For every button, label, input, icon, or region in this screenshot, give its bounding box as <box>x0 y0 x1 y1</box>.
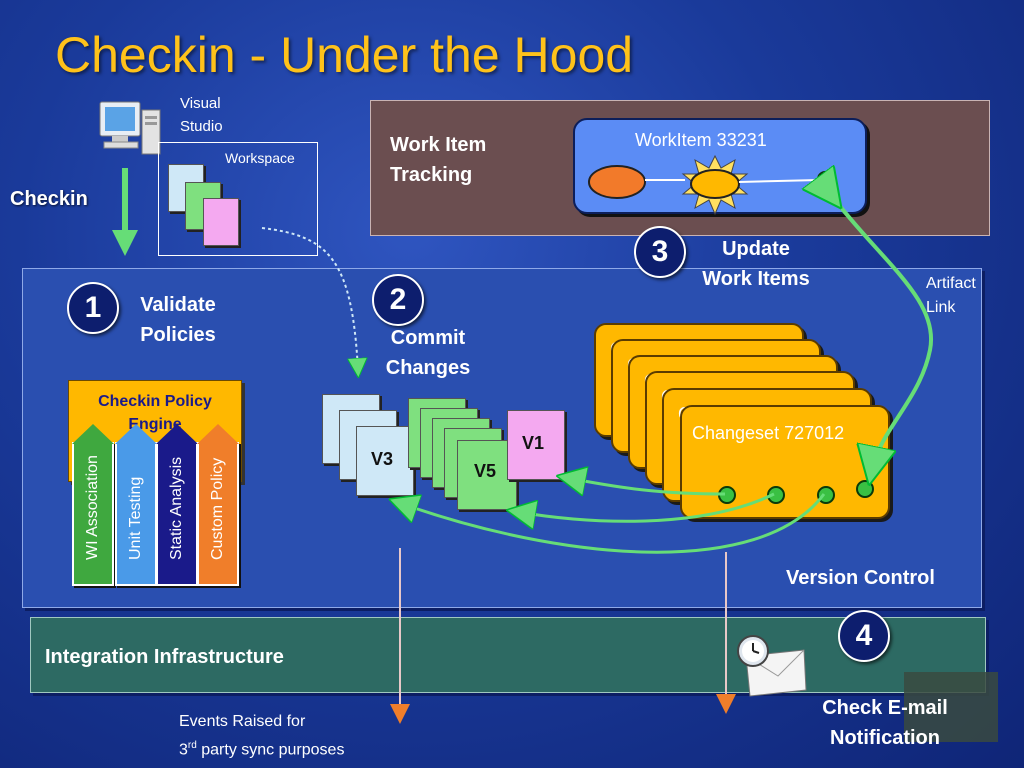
policy-engine-label-line-1: Checkin Policy <box>98 393 212 410</box>
visual-studio-label-line-1: Visual <box>180 95 221 112</box>
slide-title: Checkin - Under the Hood <box>55 27 634 83</box>
policy-custom: Custom Policy <box>197 424 239 586</box>
work-item-tracking-label: Work Item Tracking <box>390 130 486 190</box>
visual-studio-label-line-2: Studio <box>180 118 223 135</box>
policy-wi-association: WI Association <box>72 424 114 586</box>
integration-infrastructure-label: Integration Infrastructure <box>45 646 284 668</box>
step-4-label: Check E-mail Notification <box>806 693 964 753</box>
events-label: Events Raised for 3rd party sync purpose… <box>179 710 344 762</box>
checkin-label: Checkin <box>10 188 88 210</box>
work-item-tracking-label-line-1: Work Item <box>390 134 487 156</box>
step-3-badge: 3 <box>634 226 686 278</box>
artifact-link-label: Artifact Link <box>926 272 976 320</box>
version-file-v1: V1 <box>507 410 565 480</box>
integration-infrastructure-panel <box>30 617 986 693</box>
events-label-line-1: Events Raised for <box>179 713 306 730</box>
work-item-tracking-label-line-2: Tracking <box>390 164 473 186</box>
workspace-commit-arrow <box>261 227 358 370</box>
workspace-file <box>203 198 239 246</box>
email-clock-icon <box>737 635 807 697</box>
corner-square <box>904 672 998 742</box>
v1-link-arrow <box>568 478 726 494</box>
workspace-box <box>158 142 318 256</box>
events-label-line-2: 3rd party sync purposes <box>179 740 345 759</box>
step-3-label-line-1: Update <box>722 238 790 260</box>
step-2-label: Commit Changes <box>374 323 482 383</box>
v3-link-arrow <box>400 493 826 554</box>
step-1-badge: 1 <box>67 282 119 334</box>
step-4-label-line-2: Notification <box>830 727 940 749</box>
workspace-label: Workspace <box>225 150 295 166</box>
artifact-link-arrow <box>832 196 934 470</box>
version-v3-label: V3 <box>371 449 394 469</box>
step-3-label-line-2: Work Items <box>702 268 810 290</box>
policy-unit-testing: Unit Testing <box>115 424 157 586</box>
v5-link-arrow <box>518 492 775 521</box>
checkin-arrow <box>112 168 138 256</box>
step-2-label-line-2: Changes <box>385 357 471 379</box>
version-v5-label: V5 <box>474 461 497 481</box>
step-4-badge: 4 <box>838 610 890 662</box>
version-v1-label: V1 <box>522 433 545 453</box>
visual-studio-label: Visual Studio <box>180 92 223 138</box>
changeset-link-dot <box>767 486 785 504</box>
step-2-label-line-1: Commit <box>390 327 466 349</box>
version-file-v3: V3 <box>356 426 414 496</box>
step-1-label: Validate Policies <box>126 290 230 350</box>
version-control-label: Version Control <box>786 567 935 589</box>
step-1-label-line-2: Policies <box>140 324 216 346</box>
artifact-link-label-line-2: Link <box>926 299 956 316</box>
artifact-link-label-line-1: Artifact <box>926 275 976 292</box>
policy-static-analysis: Static Analysis <box>156 424 198 586</box>
step-4-label-line-1: Check E-mail <box>822 697 948 719</box>
step-3-label: Update Work Items <box>693 234 819 294</box>
step-2-badge: 2 <box>372 274 424 326</box>
step-1-label-line-1: Validate <box>140 294 216 316</box>
workitem-title: WorkItem 33231 <box>635 130 767 150</box>
computer-icon <box>99 101 161 155</box>
